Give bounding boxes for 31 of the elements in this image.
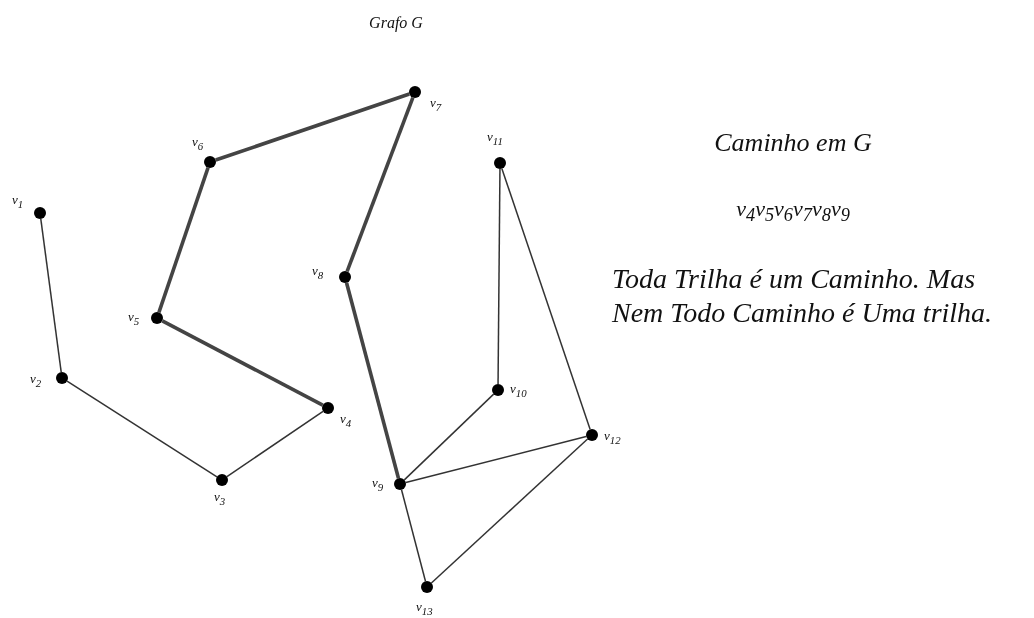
edge-line [66, 380, 218, 478]
edge-line [344, 282, 401, 479]
vertex-label: v$_{13}$ [416, 600, 433, 617]
edge-line [405, 435, 587, 484]
edge-line [403, 393, 495, 481]
vertex-label: v$_{3}$ [214, 490, 226, 507]
heading: Caminho em G [714, 128, 872, 158]
path-sequence: v$_{4}$v$_{5}$v$_{6}$v$_{7}$v$_{8}$v$_{9}$ [736, 196, 850, 227]
edge-line [215, 92, 410, 162]
edge-line [161, 319, 324, 407]
edge-line [157, 167, 210, 313]
vertex-label: v$_{9}$ [372, 476, 384, 493]
edge-line [430, 438, 589, 584]
vertex-label: v$_{12}$ [604, 429, 621, 446]
vertex-label: v$_{5}$ [128, 310, 140, 327]
vertex-label: v$_{1}$ [12, 193, 24, 210]
edge-line [400, 489, 427, 582]
vertex-label: v$_{10}$ [510, 382, 527, 399]
vertex-label: v$_{4}$ [340, 412, 352, 429]
graph-title: Grafo G [369, 14, 423, 32]
edge-line [345, 96, 415, 273]
edge-line [497, 168, 501, 385]
vertex-label: v$_{8}$ [312, 264, 324, 281]
edge-line [226, 410, 324, 478]
vertex-label: v$_{11}$ [487, 130, 503, 147]
note-text: Toda Trilha é um Caminho. Mas Nem Todo Caminho é Uma trilha. [612, 262, 994, 330]
edge-line [501, 167, 591, 431]
vertex-label: v$_{7}$ [430, 96, 442, 113]
edge-line [40, 218, 62, 373]
vertex-label: v$_{2}$ [30, 372, 42, 389]
vertex-label: v$_{6}$ [192, 135, 204, 152]
